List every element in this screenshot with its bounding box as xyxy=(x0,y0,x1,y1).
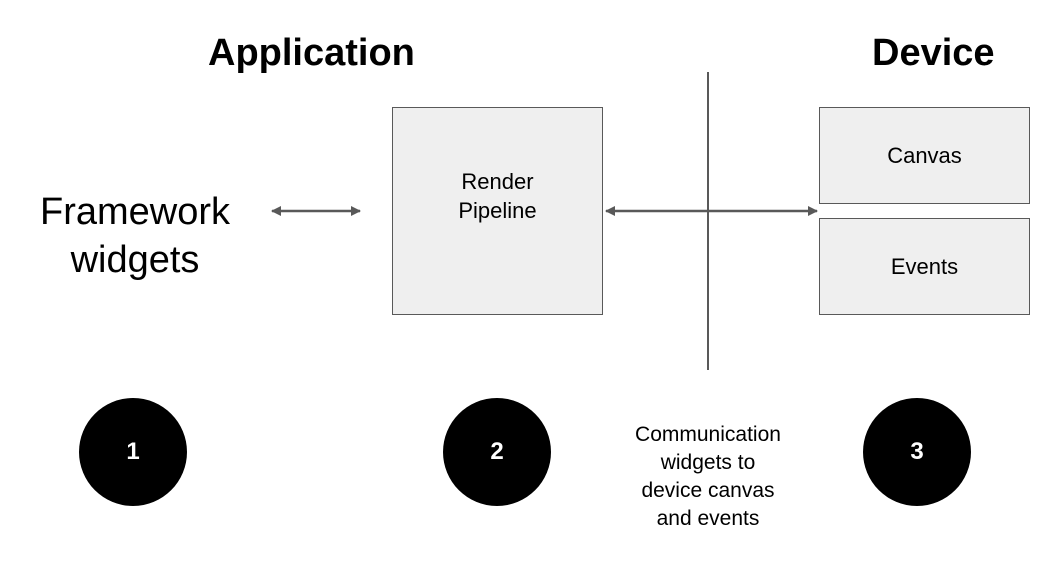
render-pipeline-box: Render Pipeline xyxy=(392,107,603,315)
marker-2: 2 xyxy=(443,398,551,506)
framework-widgets-label: Framework widgets xyxy=(30,188,240,284)
application-heading: Application xyxy=(208,32,415,74)
marker-1: 1 xyxy=(79,398,187,506)
device-heading: Device xyxy=(872,32,995,74)
framework-label-line-2: widgets xyxy=(70,239,200,281)
note-line-1: Communication xyxy=(635,423,781,446)
render-pipeline-line-1: Render xyxy=(461,169,534,194)
note-line-3: device canvas xyxy=(641,479,775,502)
note-line-2: widgets to xyxy=(660,451,756,474)
marker-3: 3 xyxy=(863,398,971,506)
render-pipeline-label: Render Pipeline xyxy=(458,167,536,225)
framework-label-line-1: Framework xyxy=(39,191,231,233)
canvas-box-label: Canvas xyxy=(887,143,962,168)
communication-note: Communication widgets to device canvas a… xyxy=(608,421,808,533)
canvas-box: Canvas xyxy=(819,107,1030,204)
render-pipeline-line-2: Pipeline xyxy=(458,198,537,223)
events-box-label: Events xyxy=(890,254,959,279)
note-line-4: and events xyxy=(656,507,760,530)
events-box: Events xyxy=(819,218,1030,315)
